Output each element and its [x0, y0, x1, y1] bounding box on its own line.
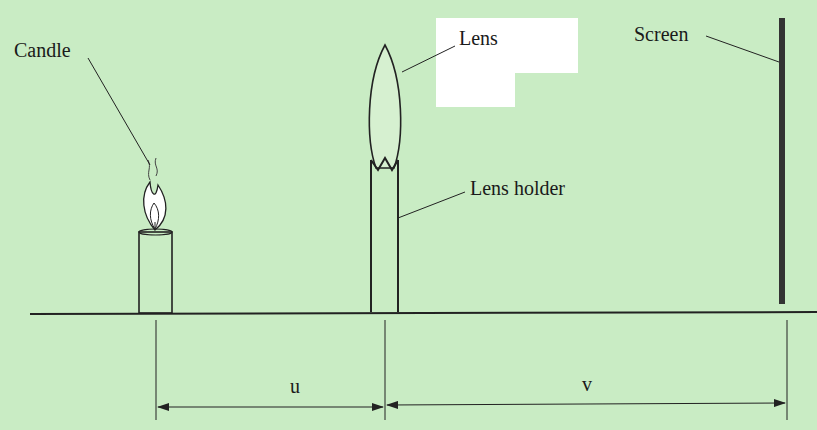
dimension-label: u	[290, 376, 300, 396]
dimension-label: v	[582, 374, 592, 394]
candle	[139, 158, 172, 313]
part-label: Candle	[14, 40, 71, 60]
lens	[369, 45, 400, 168]
dimension-lines	[156, 320, 787, 420]
part-label: Screen	[634, 24, 688, 44]
screen	[779, 18, 785, 304]
lens-holder	[371, 158, 398, 312]
leader-lines	[88, 36, 779, 218]
cover-patch	[436, 57, 515, 107]
part-label: Lens	[459, 28, 498, 48]
part-label: Lens holder	[470, 178, 565, 198]
